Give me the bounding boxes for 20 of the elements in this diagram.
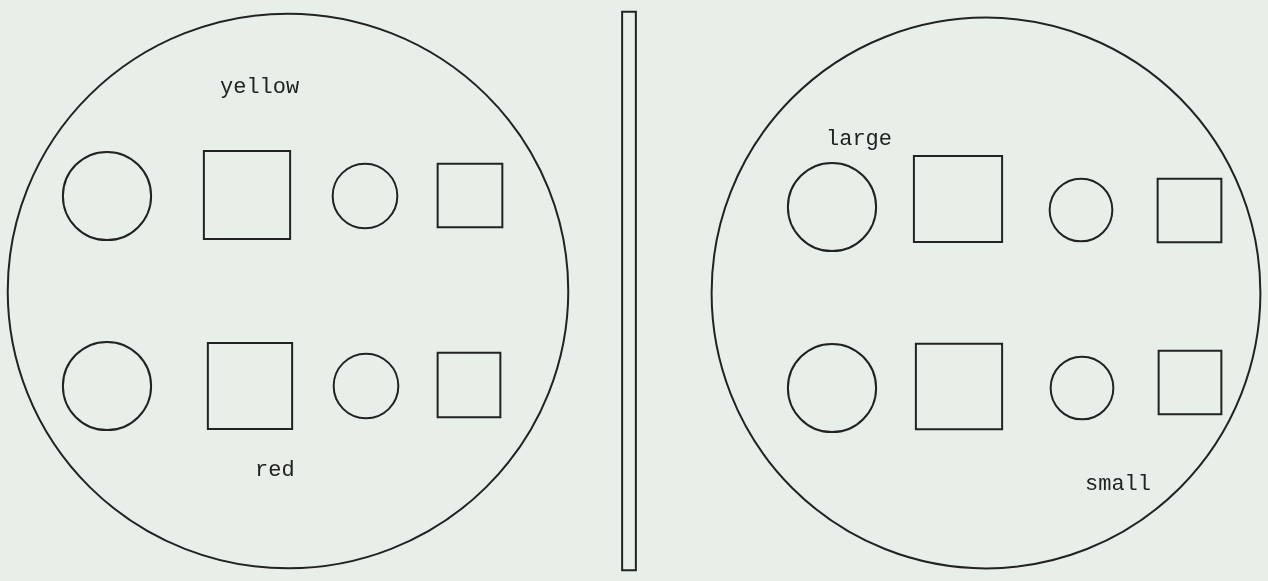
circle-shape bbox=[332, 163, 398, 229]
circle-shape bbox=[62, 151, 152, 241]
circle-shape bbox=[1049, 178, 1113, 242]
circle-shape bbox=[787, 162, 877, 252]
square-shape bbox=[1157, 178, 1222, 243]
group-label: large bbox=[826, 127, 892, 152]
group-label: red bbox=[255, 458, 295, 483]
square-shape bbox=[437, 163, 503, 228]
square-shape bbox=[203, 150, 291, 240]
circle-shape bbox=[62, 341, 152, 431]
square-shape bbox=[207, 342, 293, 430]
square-shape bbox=[1158, 350, 1222, 415]
square-shape bbox=[915, 343, 1003, 430]
circle-shape bbox=[787, 343, 877, 433]
group-label: small bbox=[1085, 472, 1151, 497]
group-label: yellow bbox=[220, 75, 300, 100]
square-shape bbox=[913, 155, 1003, 243]
circle-shape bbox=[1050, 356, 1114, 420]
circle-shape bbox=[333, 353, 399, 419]
square-shape bbox=[437, 352, 501, 418]
